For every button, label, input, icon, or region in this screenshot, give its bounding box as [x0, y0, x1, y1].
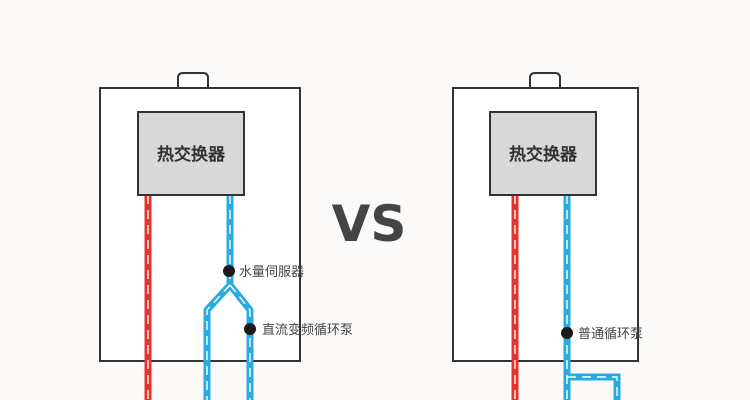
left-heat-exchanger-label: 热交换器: [157, 144, 226, 165]
left-heat-exchanger: 热交换器: [137, 111, 245, 196]
left-pump-label: 直流变频循环泵: [262, 322, 353, 338]
right-unit: 热交换器 普通循环泵: [452, 72, 643, 400]
left-top-knob: [177, 72, 209, 88]
left-cold-pipe: [203, 195, 254, 400]
vs-label: VS: [332, 195, 407, 253]
right-cold-pipe: [563, 195, 621, 400]
left-servo-label: 水量伺服器: [239, 265, 304, 280]
right-heat-exchanger-label: 热交换器: [509, 144, 578, 165]
left-unit: 热交换器 水量伺服器 直流变频循环泵: [99, 72, 353, 400]
right-top-knob: [529, 72, 561, 88]
right-pump-marker: [561, 327, 573, 339]
right-heat-exchanger: 热交换器: [489, 111, 597, 196]
left-pump-marker: [244, 323, 256, 335]
right-pump-label: 普通循环泵: [578, 327, 643, 342]
left-servo-marker: [223, 265, 235, 277]
